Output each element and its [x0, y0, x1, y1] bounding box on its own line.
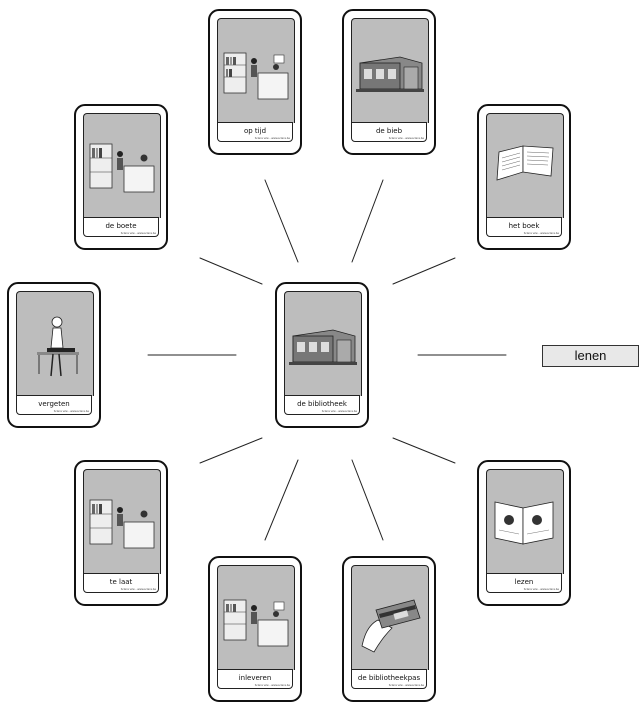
card-caption: vergeten: [38, 400, 70, 408]
reading-book-icon: [486, 469, 564, 574]
copyright-text: Sclera vzw - www.sclera.be: [523, 588, 559, 591]
connector-line: [392, 437, 456, 464]
verb-label: lenen: [542, 345, 639, 367]
open-book-icon: [486, 113, 564, 218]
connector-line: [351, 179, 384, 263]
connector-line: [199, 257, 263, 285]
library-building-icon: [284, 291, 362, 396]
copyright-text: Sclera vzw - www.sclera.be: [53, 410, 89, 413]
copyright-text: Sclera vzw - www.sclera.be: [120, 232, 156, 235]
connector-line: [199, 437, 263, 464]
library-desk-icon: [83, 113, 161, 218]
thinking-person-icon: [16, 291, 94, 396]
copyright-text: Sclera vzw - www.sclera.be: [321, 410, 357, 413]
copyright-text: Sclera vzw - www.sclera.be: [388, 137, 424, 140]
card-caption: te laat: [109, 578, 133, 586]
card-caption: de bieb: [375, 127, 403, 135]
connector-line: [392, 257, 456, 285]
copyright-text: Sclera vzw - www.sclera.be: [254, 684, 290, 687]
connector-line: [264, 459, 299, 541]
library-desk-icon: [217, 565, 295, 670]
card-caption: lezen: [514, 578, 534, 586]
card-caption: op tijd: [243, 127, 267, 135]
card-caption: het boek: [508, 222, 540, 230]
library-desk-icon: [217, 18, 295, 123]
library-building-icon: [351, 18, 429, 123]
library-card-icon: [351, 565, 429, 670]
copyright-text: Sclera vzw - www.sclera.be: [120, 588, 156, 591]
connector-line: [351, 459, 384, 541]
library-desk-icon: [83, 469, 161, 574]
copyright-text: Sclera vzw - www.sclera.be: [388, 684, 424, 687]
card-caption: de boete: [105, 222, 137, 230]
card-caption: inleveren: [238, 674, 272, 682]
connector-line: [264, 179, 299, 263]
copyright-text: Sclera vzw - www.sclera.be: [254, 137, 290, 140]
copyright-text: Sclera vzw - www.sclera.be: [523, 232, 559, 235]
card-caption: de bibliotheekpas: [357, 674, 421, 682]
card-caption: de bibliotheek: [297, 400, 347, 408]
